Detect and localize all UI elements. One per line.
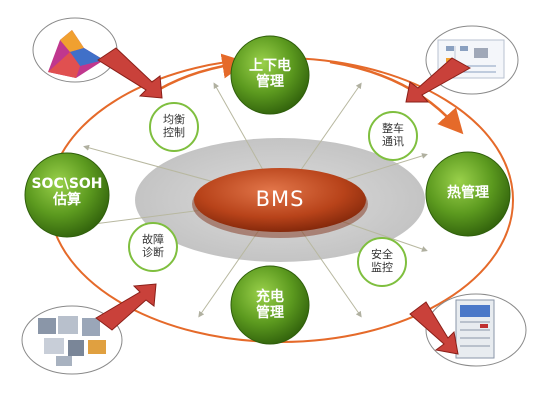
node-right: [425, 151, 511, 237]
safety-label: 安全 监控: [371, 248, 393, 274]
node-left: [24, 152, 110, 238]
orbit-arrow-top-right: [329, 60, 464, 135]
node-left-label: SOC\SOH 估算: [31, 176, 103, 209]
node-top-label: 上下电 管理: [249, 58, 291, 91]
fault-label: 故障 诊断: [142, 233, 164, 259]
arrow-bottom-left: [95, 283, 157, 331]
small-node-balance: [149, 102, 199, 152]
comm-label: 整车 通讯: [382, 122, 404, 148]
node-top: [230, 35, 310, 115]
arrow-bottom-right: [409, 301, 459, 355]
balance-label: 均衡 控制: [163, 113, 185, 139]
node-bottom-label: 充电 管理: [256, 289, 284, 322]
small-node-fault: [128, 222, 178, 272]
node-bottom: [230, 265, 310, 345]
node-right-label: 热管理: [447, 185, 489, 201]
bms-ellipse: [194, 168, 366, 232]
small-node-safety: [357, 237, 407, 287]
bms-label: BMS: [255, 187, 305, 211]
arrow-top-left: [97, 47, 163, 99]
surface-plot-icon: [32, 17, 118, 83]
arrow-top-right: [405, 57, 472, 103]
puzzle-pieces-icon: [21, 305, 123, 375]
small-node-comm: [368, 111, 418, 161]
